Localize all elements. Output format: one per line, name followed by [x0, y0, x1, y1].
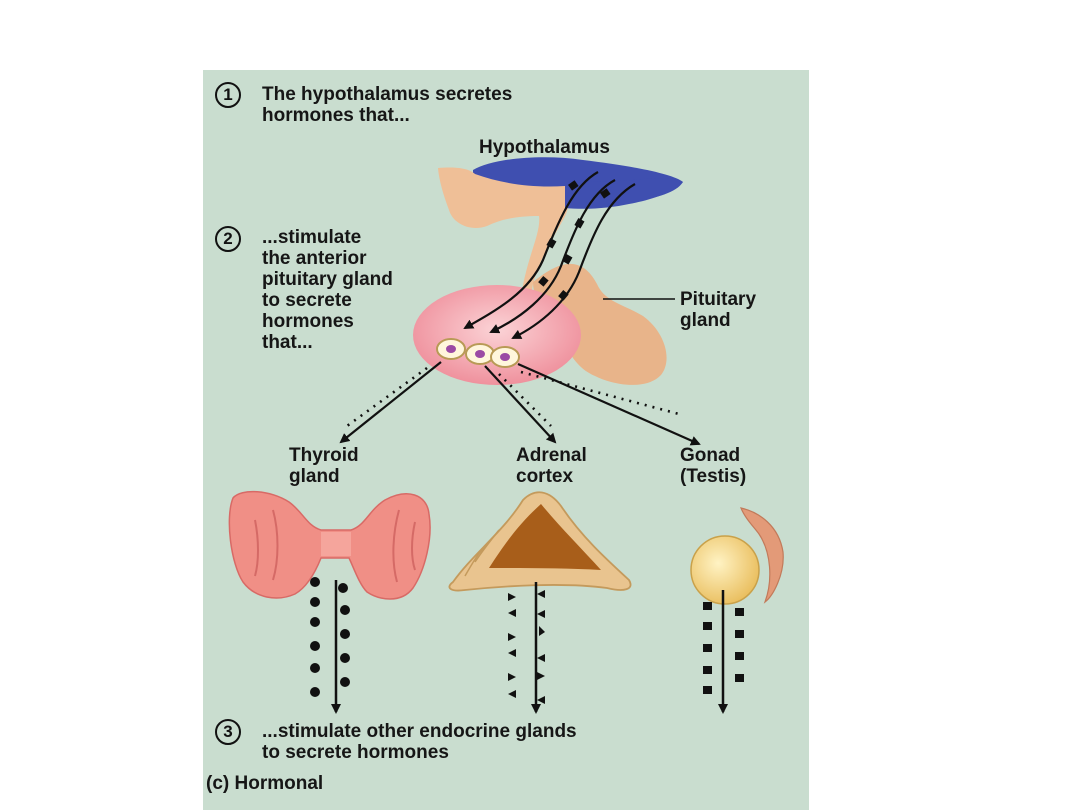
step-2-text: ...stimulate the anterior pituitary glan… [262, 227, 393, 353]
step-2-number: 2 [215, 226, 241, 252]
step-3-number: 3 [215, 719, 241, 745]
secretory-cells [436, 338, 520, 368]
hormonal-control-diagram: 1 The hypothalamus secretes hormones tha… [203, 70, 809, 810]
figure-caption: (c) Hormonal [206, 773, 324, 794]
thyroid-label: Thyroid gland [289, 445, 359, 487]
thyroid-gland [228, 490, 431, 600]
thyroid-hormone-particles [310, 577, 350, 697]
hypothalamus-tissue [565, 178, 683, 209]
gonad-label: Gonad (Testis) [680, 445, 747, 487]
diagram-artwork [228, 157, 784, 714]
hypothalamus-label: Hypothalamus [479, 137, 610, 158]
gonad-hormone-particles [703, 602, 744, 694]
pituitary-stalk [438, 167, 569, 322]
adrenal-hormone-particles [508, 590, 545, 704]
testis [690, 507, 784, 605]
pituitary-output-arrows [339, 361, 701, 446]
neuron-pathways [463, 171, 636, 339]
step-1-text: The hypothalamus secretes hormones that.… [262, 84, 513, 126]
adrenal-gland [448, 491, 632, 592]
pituitary-label: Pituitary gland [680, 289, 757, 331]
step-3-text: ...stimulate other endocrine glands to s… [262, 721, 577, 763]
adrenal-label: Adrenal cortex [516, 445, 587, 487]
step-1-number: 1 [215, 82, 241, 108]
anterior-pituitary [413, 285, 581, 385]
